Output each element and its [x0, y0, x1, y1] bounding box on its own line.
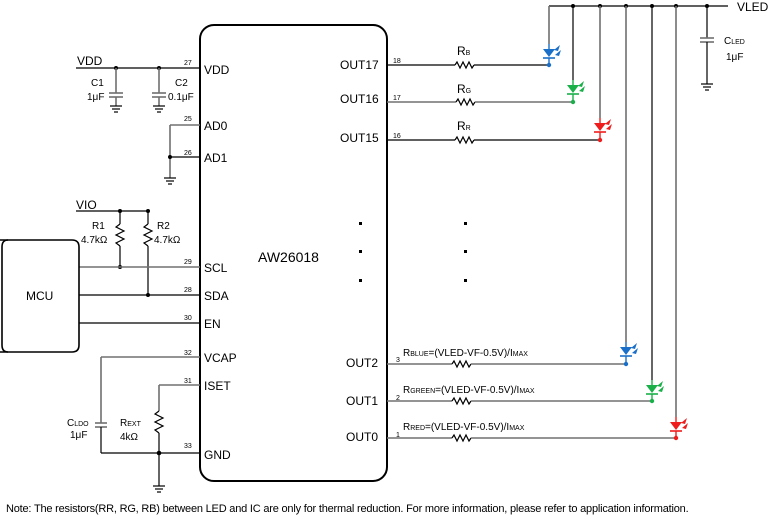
- pin-name-vdd: VDD: [204, 63, 230, 77]
- pin-name-out15: OUT15: [340, 131, 379, 145]
- ldo-iset-gnd-net: [95, 356, 200, 493]
- pin-num-vcap: 32: [184, 350, 192, 357]
- r2-ref: R2: [157, 221, 170, 232]
- rg-label: RG: [457, 82, 471, 96]
- pin-num-ad0: 25: [184, 116, 192, 123]
- pin-name-ad0: AD0: [204, 119, 228, 133]
- cldo-value: 1μF: [70, 430, 87, 441]
- footnote-text: Note: The resistors(RR, RG, RB) between …: [6, 503, 689, 515]
- mcu-block-left-edge: [1, 239, 9, 353]
- leds: [543, 44, 688, 441]
- vled-bus: [548, 4, 728, 417]
- pin-num-out15: 16: [393, 133, 401, 140]
- output-channels: [387, 60, 676, 443]
- vio-label: VIO: [76, 198, 97, 212]
- rext-value: 4kΩ: [120, 432, 139, 443]
- cldo-ref: CLDO: [67, 418, 89, 429]
- led-blue-out2: [620, 342, 638, 367]
- pin-name-out2: OUT2: [346, 356, 378, 370]
- pin-num-out0: 1: [396, 432, 400, 439]
- pin-name-scl: SCL: [204, 261, 228, 275]
- i2c-pullup-net: [76, 209, 200, 324]
- pin-num-out1: 2: [396, 395, 400, 402]
- pin-num-gnd: 33: [184, 443, 192, 450]
- r2-value: 4.7kΩ: [154, 235, 181, 246]
- c2-ref: C2: [175, 78, 188, 89]
- mcu-label: MCU: [26, 289, 53, 303]
- c1-value: 1μF: [87, 92, 104, 103]
- led-green-out16: [567, 80, 585, 105]
- pin-name-en: EN: [204, 317, 221, 331]
- pin-num-out17: 18: [393, 58, 401, 65]
- led-red-out0: [670, 417, 688, 441]
- address-pins-net: [164, 124, 200, 185]
- pin-num-out16: 17: [393, 95, 401, 102]
- pin-name-out16: OUT16: [340, 92, 379, 106]
- rred-formula: RRED=(VLED-VF-0.5V)/IMAX: [403, 422, 525, 433]
- vdd-net: VDD: [76, 54, 200, 113]
- rr-label: RR: [457, 119, 471, 133]
- pin-name-out1: OUT1: [346, 394, 378, 408]
- pin-num-sda: 28: [184, 287, 192, 294]
- pin-num-ad1: 26: [184, 150, 192, 157]
- led-green-out1: [646, 380, 664, 404]
- vled-label: VLED: [737, 0, 769, 14]
- r1-ref: R1: [92, 221, 105, 232]
- c2-value: 0.1μF: [168, 92, 194, 103]
- cled-ref: CLED: [724, 36, 745, 47]
- pin-name-sda: SDA: [204, 289, 229, 303]
- rblue-formula: RBLUE=(VLED-VF-0.5V)/IMAX: [403, 348, 528, 359]
- cled-value: 1μF: [726, 52, 743, 63]
- vdd-label: VDD: [77, 54, 103, 68]
- pin-num-vdd: 27: [184, 60, 192, 67]
- footnote: Note: The resistors(RR, RG, RB) between …: [6, 503, 689, 515]
- pin-num-scl: 29: [184, 259, 192, 266]
- r1-value: 4.7kΩ: [81, 235, 108, 246]
- rb-label: RB: [457, 44, 471, 58]
- ellipsis-dots-chip: [359, 222, 362, 282]
- ellipsis-dots-outputs: [464, 222, 467, 282]
- led-blue-out17: [543, 44, 561, 68]
- pin-name-out17: OUT17: [340, 58, 379, 72]
- led-red-out15: [594, 118, 612, 143]
- pin-name-ad1: AD1: [204, 151, 228, 165]
- mcu-block: [0, 239, 80, 353]
- pin-num-out2: 3: [396, 357, 400, 364]
- chip-body: [199, 24, 388, 482]
- pin-name-vcap: VCAP: [204, 351, 237, 365]
- rgreen-formula: RGREEN=(VLED-VF-0.5V)/IMAX: [403, 385, 535, 396]
- pin-num-iset: 31: [184, 378, 192, 385]
- pin-num-en: 30: [184, 315, 192, 322]
- pin-name-iset: ISET: [204, 379, 231, 393]
- rext-ref: REXT: [120, 418, 142, 429]
- c1-ref: C1: [91, 78, 104, 89]
- pin-name-gnd: GND: [204, 448, 231, 462]
- pin-name-out0: OUT0: [346, 430, 378, 444]
- chip-name: AW26018: [258, 249, 319, 265]
